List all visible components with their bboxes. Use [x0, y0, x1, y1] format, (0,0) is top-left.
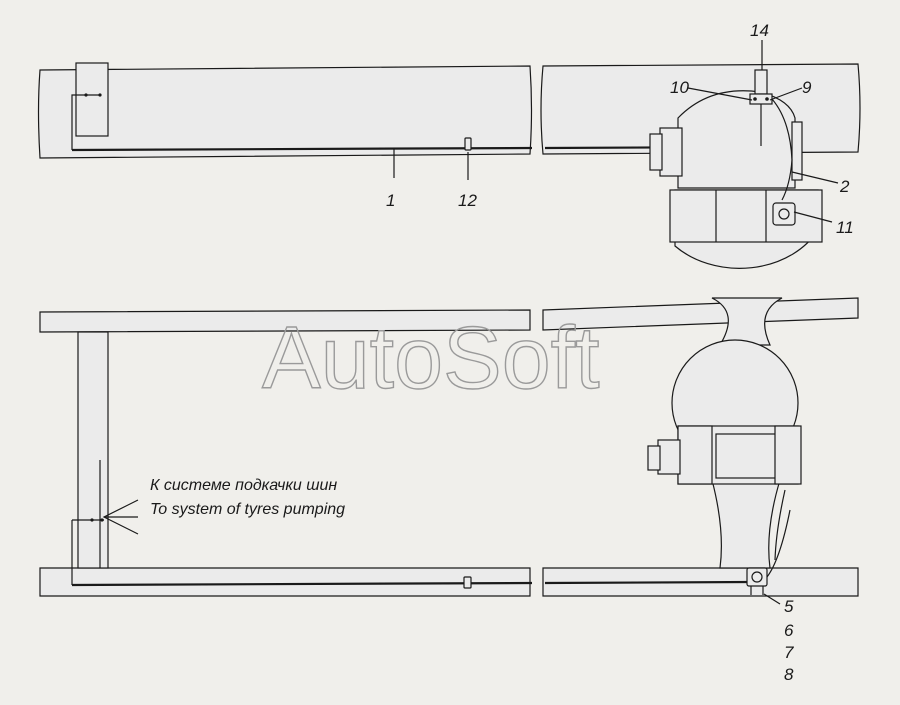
bottom-left-bottom-rail: [39, 567, 531, 597]
callout-8: 8: [784, 665, 794, 684]
note-russian: К системе подкачки шин: [150, 477, 337, 494]
callout-6: 6: [784, 621, 794, 640]
top-left-rail: [37, 65, 533, 159]
top-left-tube: [71, 94, 100, 150]
cross-member: [77, 331, 109, 569]
callout-14: 14: [750, 21, 769, 40]
callout-10: 10: [670, 78, 689, 97]
callout-1: 1: [386, 191, 395, 210]
bottom-hub-left: [677, 425, 713, 485]
bottom-hub-right: [774, 425, 802, 485]
top-left-bracket: [75, 62, 109, 137]
spring-hanger: [711, 297, 783, 346]
bottom-frame: [39, 297, 859, 605]
bottom-pipe: [71, 580, 753, 587]
note-english: To system of tyres pumping: [150, 501, 345, 518]
valve-14: [754, 69, 768, 95]
bottom-clip: [463, 576, 472, 589]
callout-11: 11: [836, 218, 854, 237]
top-frame: [37, 40, 861, 269]
callout-5: 5: [784, 597, 794, 616]
lower-support: [711, 479, 781, 569]
part-11: [772, 202, 796, 226]
top-hub-block: [669, 189, 823, 243]
top-axle-flange: [659, 127, 683, 177]
callout-12: 12: [458, 191, 477, 210]
callout-2: 2: [839, 177, 850, 196]
callout-7: 7: [784, 643, 794, 662]
part-12: [464, 137, 472, 151]
callout-9: 9: [802, 78, 812, 97]
watermark: AutoSoft: [262, 308, 600, 407]
bottom-left-top-rail: [39, 309, 531, 333]
valve-5: [746, 567, 768, 587]
